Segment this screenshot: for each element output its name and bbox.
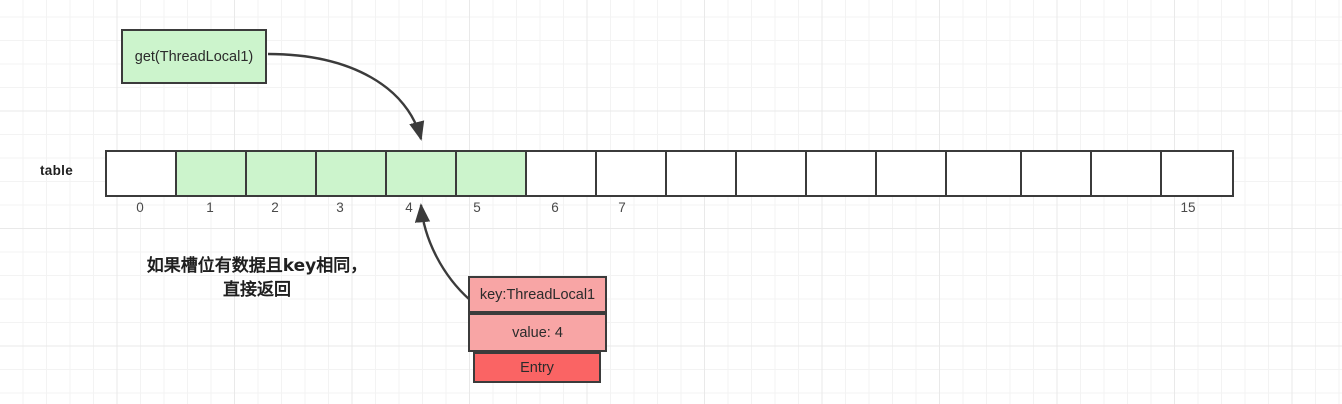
callout-label: get(ThreadLocal1)	[134, 48, 254, 65]
table-cell-12[interactable]	[947, 152, 1022, 195]
table-cell-9[interactable]	[737, 152, 807, 195]
table-index-label-7: 7	[618, 200, 626, 215]
entry-value-box[interactable]: value: 4	[468, 313, 607, 352]
table-cell-13[interactable]	[1022, 152, 1092, 195]
entry-type-label: Entry	[520, 359, 554, 376]
table-index-label-2: 2	[271, 200, 279, 215]
table-cell-6[interactable]	[527, 152, 597, 195]
callout-box-get-threadlocal1[interactable]: get(ThreadLocal1)	[121, 29, 267, 84]
hash-table-row	[105, 150, 1234, 197]
table-index-label-6: 6	[551, 200, 559, 215]
table-index-label-1: 1	[206, 200, 214, 215]
table-cell-8[interactable]	[667, 152, 737, 195]
table-row-label: table	[40, 163, 74, 178]
table-cell-2[interactable]	[247, 152, 317, 195]
table-index-label-15: 15	[1180, 200, 1196, 215]
annotation-note-line-0: 如果槽位有数据且key相同，	[146, 256, 368, 276]
table-cell-5[interactable]	[457, 152, 527, 195]
table-cell-3[interactable]	[317, 152, 387, 195]
table-index-label-5: 5	[473, 200, 481, 215]
entry-value-label: value: 4	[512, 324, 563, 341]
table-cell-14[interactable]	[1092, 152, 1162, 195]
annotation-note-line-1: 直接返回	[223, 280, 291, 301]
table-index-label-0: 0	[136, 200, 144, 215]
entry-type-box[interactable]: Entry	[473, 352, 601, 383]
table-cell-4[interactable]	[387, 152, 457, 195]
table-index-label-4: 4	[405, 200, 413, 215]
table-cell-10[interactable]	[807, 152, 877, 195]
entry-key-box[interactable]: key:ThreadLocal1	[468, 276, 607, 313]
table-cell-11[interactable]	[877, 152, 947, 195]
entry-key-label: key:ThreadLocal1	[479, 286, 596, 303]
table-index-label-3: 3	[336, 200, 344, 215]
annotation-note: 如果槽位有数据且key相同， 直接返回	[112, 254, 402, 302]
table-cell-1[interactable]	[177, 152, 247, 195]
arrow-callout-to-slot	[267, 52, 425, 141]
arrow-entry-to-slot	[414, 203, 471, 301]
table-cell-0[interactable]	[107, 152, 177, 195]
table-cell-15[interactable]	[1162, 152, 1232, 195]
table-cell-7[interactable]	[597, 152, 667, 195]
